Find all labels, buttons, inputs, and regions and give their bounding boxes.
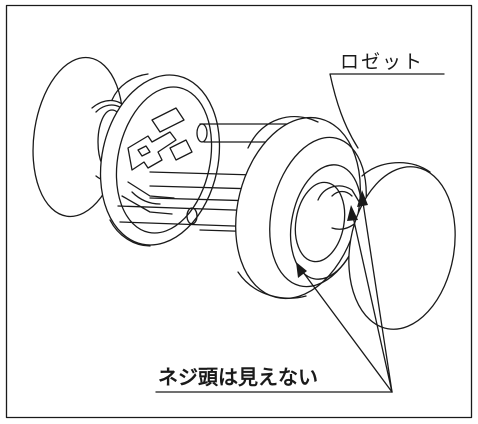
front-knob [317, 161, 456, 330]
latch-mechanism [121, 107, 193, 215]
arrowhead-upper [357, 190, 368, 207]
arrowhead-middle [347, 205, 358, 221]
frame-border [5, 4, 473, 419]
screw-callout-lines [155, 195, 393, 393]
screw-heads-label: ネジ頭は見えない [158, 365, 318, 389]
rosette-label: ロゼット [340, 51, 424, 73]
callout-arrowheads [296, 190, 368, 278]
rosette-callout-line [329, 73, 445, 149]
arrowhead-lower [296, 262, 307, 278]
